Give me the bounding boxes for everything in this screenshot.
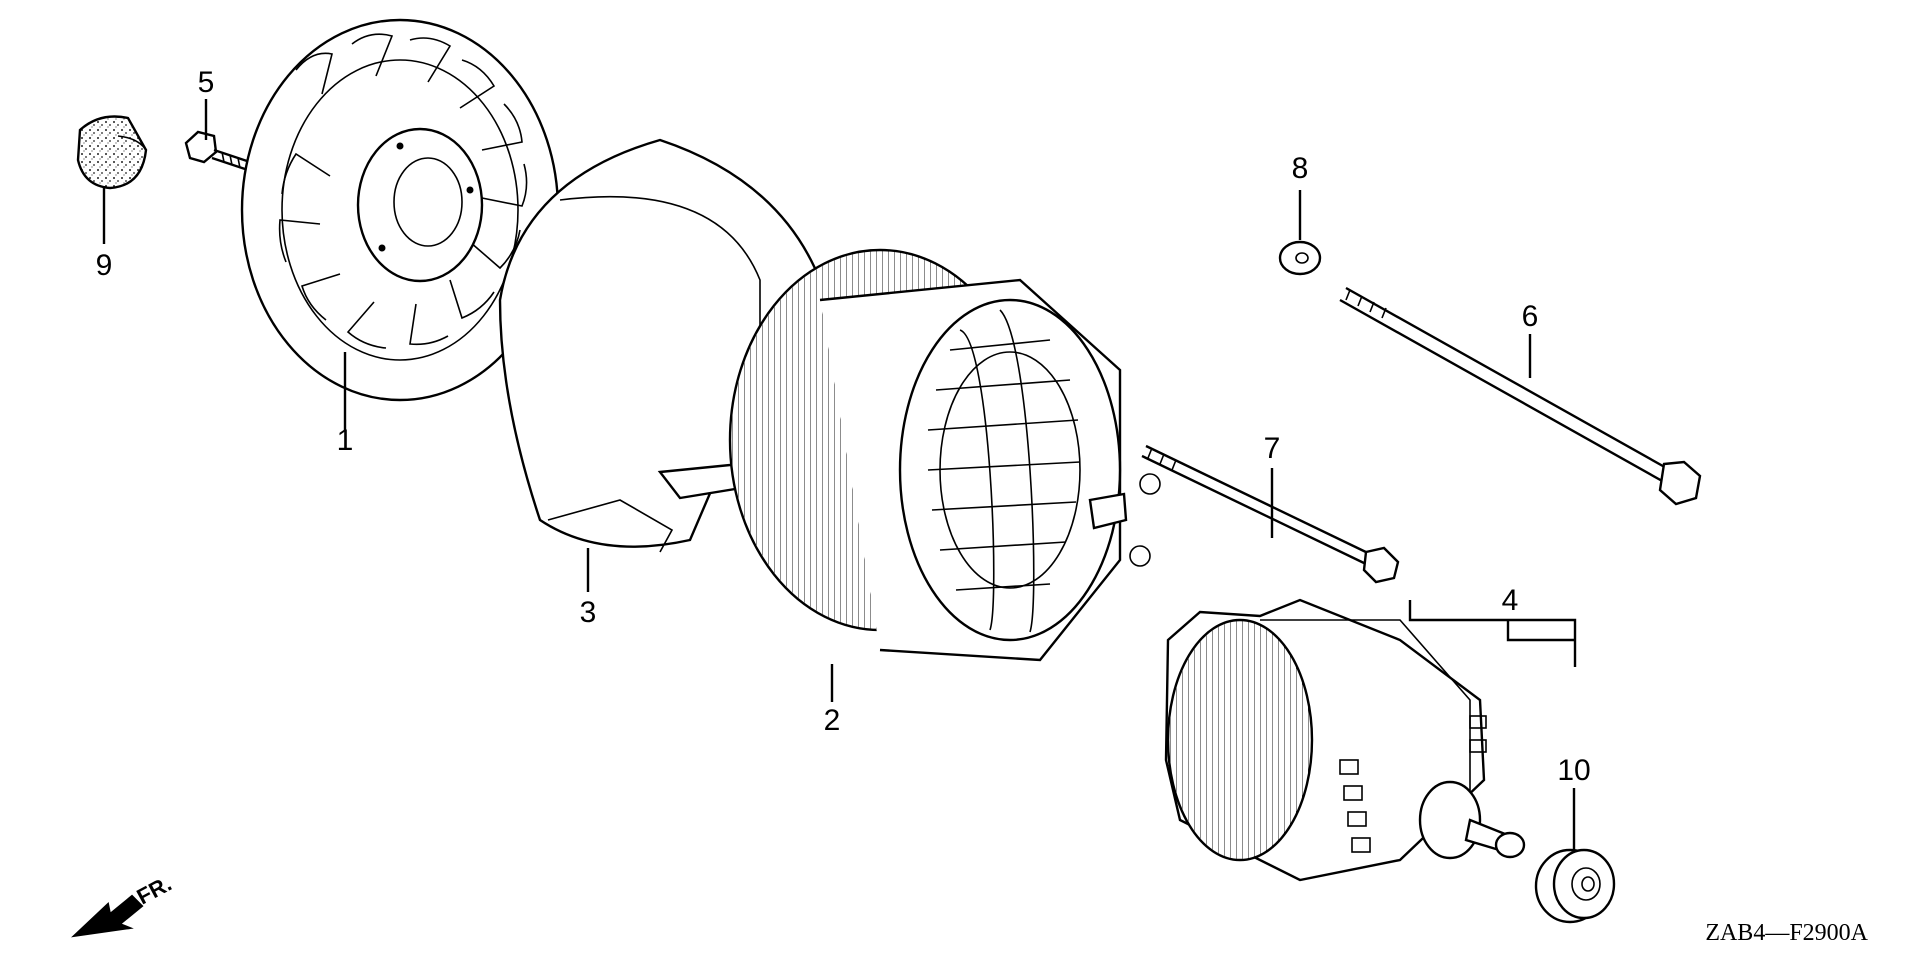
front-arrow-icon (71, 894, 144, 938)
bearing-part (1534, 848, 1616, 924)
callout-stator: 2 (824, 704, 841, 737)
callout-stator-cover: 3 (580, 596, 597, 629)
callout-fan: 1 (337, 424, 354, 457)
callout-damper-cap: 9 (96, 249, 113, 282)
callout-labels: 1 2 3 4 5 6 7 8 9 10 (96, 66, 1591, 787)
callout-long-through-bolt: 6 (1522, 300, 1539, 333)
callout-rotor: 4 (1502, 584, 1519, 617)
cooling-fan-part (240, 18, 560, 402)
callout-bearing: 10 (1557, 754, 1590, 787)
front-direction-marker: FR. (71, 871, 176, 938)
long-through-bolt-part (1339, 286, 1702, 506)
diagram-reference-code: ZAB4—F2900A (1705, 920, 1868, 946)
stator-part (728, 248, 1161, 662)
callout-stator-bolt: 7 (1264, 432, 1281, 465)
washer-part (1278, 240, 1322, 276)
leader-lines (102, 99, 1577, 850)
callout-fan-bolt: 5 (198, 66, 215, 99)
stator-bolt-part (1141, 444, 1400, 584)
rotor-part (1164, 598, 1526, 882)
fan-bolt-part (184, 130, 251, 172)
callout-washer: 8 (1292, 152, 1309, 185)
damper-cap-part (76, 115, 148, 190)
